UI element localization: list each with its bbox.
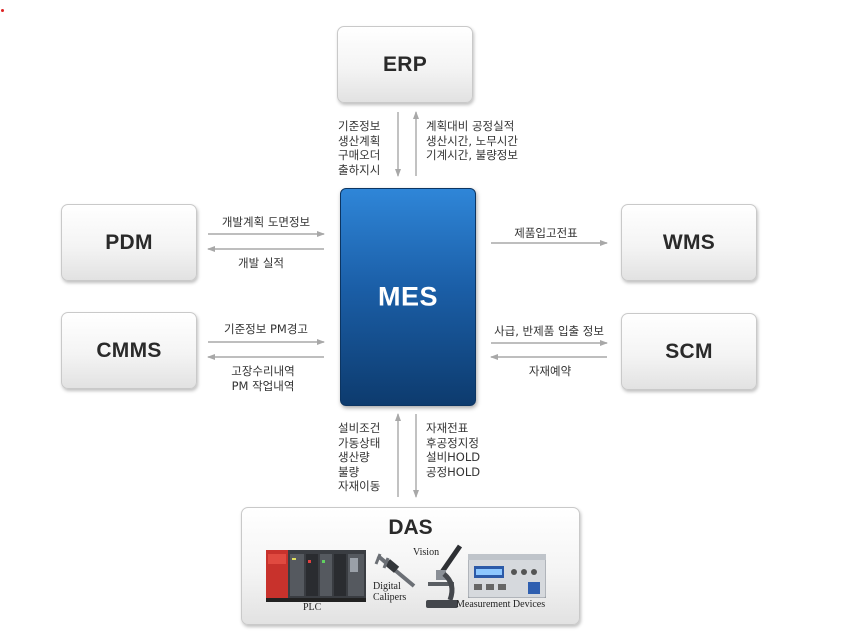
marker-dot [1,9,4,12]
scm-box: SCM [621,313,757,390]
calipers-image [374,553,416,588]
calipers-label-line: Digital [373,581,401,592]
flow-line: 기준정보 [338,119,381,133]
plc-label: PLC [303,602,322,613]
flow-line: 설비HOLD [426,450,481,464]
mes-to-scm-text: 사급, 반제품 입출 정보 [494,324,604,338]
mes-to-das-text: 자재전표 후공정지정 설비HOLD 공정HOLD [426,421,480,479]
scm-to-mes-text: 자재예약 [528,364,572,378]
erp-to-mes-text: 기준정보 생산계획 구매오더 출하지시 [338,119,380,177]
flow-line: 구매오더 [338,148,381,162]
vision-label: Vision [413,547,440,558]
flow-line: 계획대비 공정실적 [426,119,515,133]
erp-box: ERP [337,26,473,103]
mes-box: MES [340,188,476,406]
flow-line: 불량 [338,464,360,479]
erp-label: ERP [382,52,428,76]
mes-to-wms-text: 제품입고전표 [514,226,578,240]
cmms-box: CMMS [61,312,197,389]
cmms-label: CMMS [96,338,162,362]
pdm-box: PDM [61,204,197,281]
flow-line: PM 작업내역 [231,378,295,393]
das-box: DAS PLC Digital Calipers Vision [241,507,580,625]
mes-to-cmms-text: 고장수리내역 PM 작업내역 [208,364,318,393]
measurement-device-image [468,554,546,598]
calipers-label: Digital Calipers [373,581,406,603]
microscope-image [426,544,463,608]
wms-box: WMS [621,204,757,281]
mes-to-pdm-text: 개발 실적 [238,256,284,270]
flow-line: 고장수리내역 [231,364,295,378]
das-label: DAS [388,516,433,539]
mes-to-erp-text: 계획대비 공정실적 생산시간, 노무시간 기계시간, 불량정보 [426,119,518,163]
wms-label: WMS [662,230,716,254]
flow-line: 자재전표 [426,421,469,435]
pdm-to-mes-text: 개발계획 도면정보 [221,215,311,229]
pdm-label: PDM [105,230,153,254]
flow-line: 생산시간, 노무시간 [426,133,518,148]
flow-line: 생산량 [338,450,370,464]
flow-line: 후공정지정 [426,435,479,450]
calipers-label-line: Calipers [373,592,407,603]
flow-line: 생산계획 [338,133,381,148]
das-to-mes-text: 설비조건 가동상태 생산량 불량 자재이동 [338,421,380,494]
mes-label: MES [377,281,438,312]
scm-label: SCM [665,339,713,363]
flow-line: 자재이동 [338,479,381,493]
measurement-label: Measurement Devices [456,599,546,610]
plc-image [266,550,366,602]
flow-line: 설비조건 [338,421,381,435]
flow-line: 출하지시 [338,162,381,177]
cmms-to-mes-text: 기준정보 PM경고 [224,322,308,336]
flow-line: 가동상태 [338,435,381,450]
flow-line: 공정HOLD [426,464,481,479]
flow-line: 기계시간, 불량정보 [426,148,518,162]
